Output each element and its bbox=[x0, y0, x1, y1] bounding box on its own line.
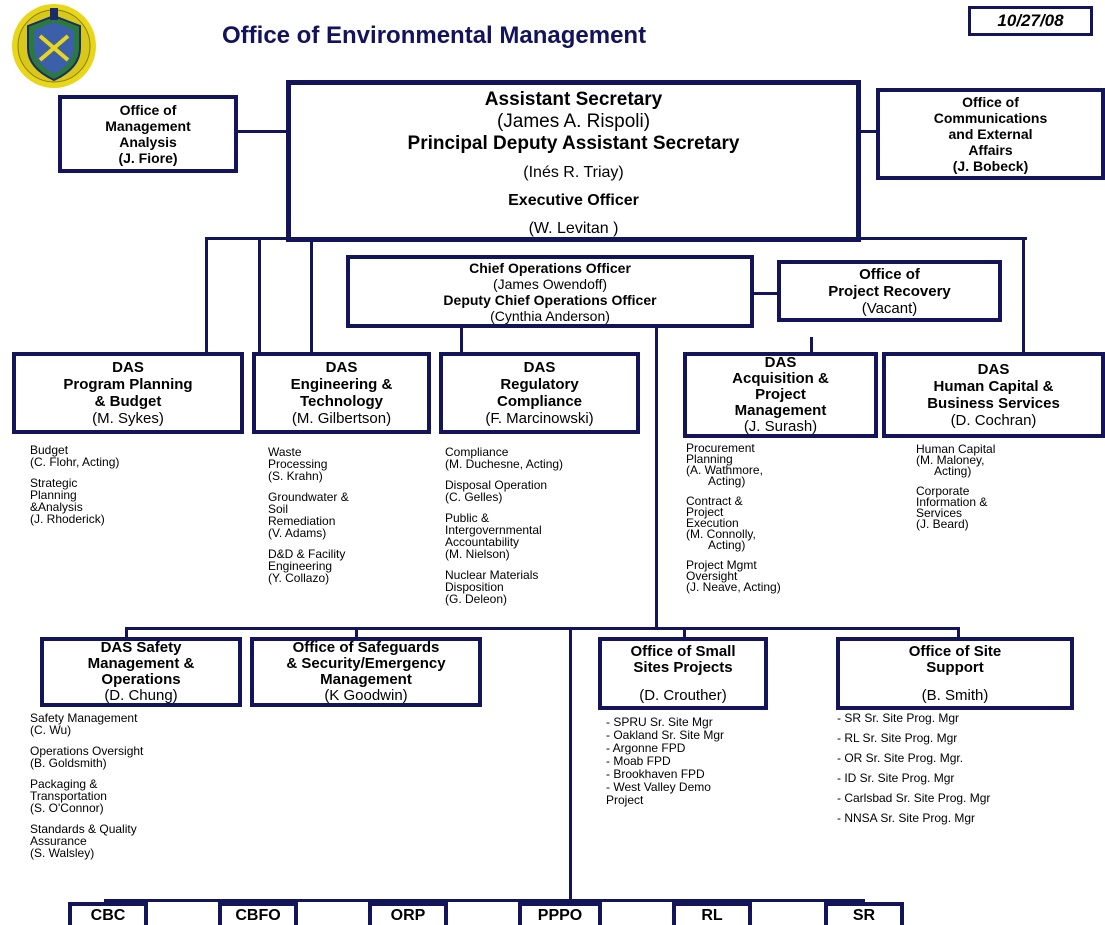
coo-box: Chief Operations Officer (James Owendoff… bbox=[346, 255, 754, 328]
assistant-secretary-box: Assistant Secretary (James A. Rispoli) P… bbox=[286, 80, 861, 242]
exec-title: Executive Officer bbox=[508, 192, 639, 209]
site-support-sublist: - SR Sr. Site Prog. Mgr - RL Sr. Site Pr… bbox=[837, 712, 990, 832]
line-comms bbox=[856, 130, 878, 133]
list-item: - Brookhaven FPD bbox=[606, 767, 705, 781]
list-item: - NNSA Sr. Site Prog. Mgr bbox=[837, 811, 976, 825]
line-v4 bbox=[1022, 237, 1025, 355]
site-pppo: PPPO bbox=[518, 902, 602, 925]
site-orp: ORP bbox=[368, 902, 448, 925]
line-v1 bbox=[205, 237, 208, 355]
communications-box: Office of Communications and External Af… bbox=[876, 88, 1105, 180]
line-b3 bbox=[683, 627, 686, 639]
pdas-name: (Inés R. Triay) bbox=[523, 164, 624, 181]
small-sites-sublist: - SPRU Sr. Site Mgr - Oakland Sr. Site M… bbox=[606, 716, 724, 807]
project-recovery-box: Office of Project Recovery (Vacant) bbox=[777, 260, 1002, 322]
doe-seal-logo bbox=[10, 2, 98, 90]
small-sites-box: Office of Small Sites Projects (D. Crout… bbox=[598, 637, 768, 710]
list-item: Operations Oversight(B. Goldsmith) bbox=[30, 744, 144, 770]
list-item: - OR Sr. Site Prog. Mgr. bbox=[837, 751, 964, 765]
line-v6 bbox=[810, 337, 813, 355]
list-item: - Moab FPD bbox=[606, 754, 671, 768]
list-item: Project bbox=[606, 793, 644, 807]
line-b4 bbox=[957, 627, 960, 639]
site-sr: SR bbox=[824, 902, 904, 925]
site-cbfo: CBFO bbox=[218, 902, 298, 925]
regulatory-sublist: Compliance(M. Duchesne, Acting) Disposal… bbox=[445, 446, 563, 614]
list-item: Compliance(M. Duchesne, Acting) bbox=[445, 445, 564, 471]
list-item: - Argonne FPD bbox=[606, 741, 686, 755]
list-item: - ID Sr. Site Prog. Mgr bbox=[837, 771, 955, 785]
site-support-box: Office of Site Support (B. Smith) bbox=[836, 637, 1074, 710]
line-main-down bbox=[655, 326, 658, 629]
pdas-title: Principal Deputy Assistant Secretary bbox=[407, 133, 740, 154]
line-b1 bbox=[125, 627, 128, 639]
management-analysis-box: Office of Management Analysis (J. Fiore) bbox=[58, 95, 238, 173]
line-v3 bbox=[310, 237, 313, 355]
line-bottom-bus bbox=[125, 627, 959, 630]
line-recovery bbox=[753, 292, 779, 295]
das-safety-box: DAS Safety Management & Operations (D. C… bbox=[40, 637, 242, 707]
list-item: - SPRU Sr. Site Mgr bbox=[606, 715, 713, 729]
das-human-capital-box: DAS Human Capital & Business Services (D… bbox=[882, 352, 1105, 438]
safety-sublist: Safety Management(C. Wu) Operations Over… bbox=[30, 712, 143, 868]
list-item: - SR Sr. Site Prog. Mgr bbox=[837, 711, 960, 725]
line-to-sites bbox=[569, 627, 572, 901]
list-item: - Carlsbad Sr. Site Prog. Mgr bbox=[837, 791, 991, 805]
human-capital-sublist: Human Capital(M. Maloney,Acting) Corpora… bbox=[916, 442, 996, 539]
das-engineering-box: DAS Engineering & Technology (M. Gilbert… bbox=[252, 352, 431, 434]
list-item: - West Valley Demo bbox=[606, 780, 711, 794]
list-item: Disposal Operation(C. Gelles) bbox=[445, 478, 548, 504]
line-v5 bbox=[460, 326, 463, 355]
das-acquisition-box: DAS Acquisition & Project Management (J.… bbox=[683, 352, 878, 438]
line-sites-bus bbox=[104, 899, 864, 902]
list-item: - Oakland Sr. Site Mgr bbox=[606, 728, 725, 742]
page-title: Office of Environmental Management bbox=[222, 22, 647, 49]
list-item: Budget(C. Flohr, Acting) bbox=[30, 443, 120, 469]
site-rl: RL bbox=[672, 902, 752, 925]
das-planning-box: DAS Program Planning & Budget (M. Sykes) bbox=[12, 352, 244, 434]
asst-sec-title: Assistant Secretary bbox=[484, 89, 663, 110]
line-b2 bbox=[355, 627, 358, 639]
list-item: Human Capital(M. Maloney,Acting) bbox=[916, 442, 996, 478]
site-cbc: CBC bbox=[68, 902, 148, 925]
line-v2 bbox=[258, 237, 261, 355]
asst-sec-name: (James A. Rispoli) bbox=[496, 111, 651, 132]
list-item: - RL Sr. Site Prog. Mgr bbox=[837, 731, 958, 745]
das-regulatory-box: DAS Regulatory Compliance (F. Marcinowsk… bbox=[439, 352, 640, 434]
date-badge: 10/27/08 bbox=[968, 6, 1093, 36]
safeguards-box: Office of Safeguards & Security/Emergenc… bbox=[250, 637, 482, 707]
list-item: Safety Management(C. Wu) bbox=[30, 711, 138, 737]
list-item: Packaging &Transportation(S. O'Connor) bbox=[30, 777, 107, 815]
exec-name: (W. Levitan ) bbox=[528, 220, 619, 237]
